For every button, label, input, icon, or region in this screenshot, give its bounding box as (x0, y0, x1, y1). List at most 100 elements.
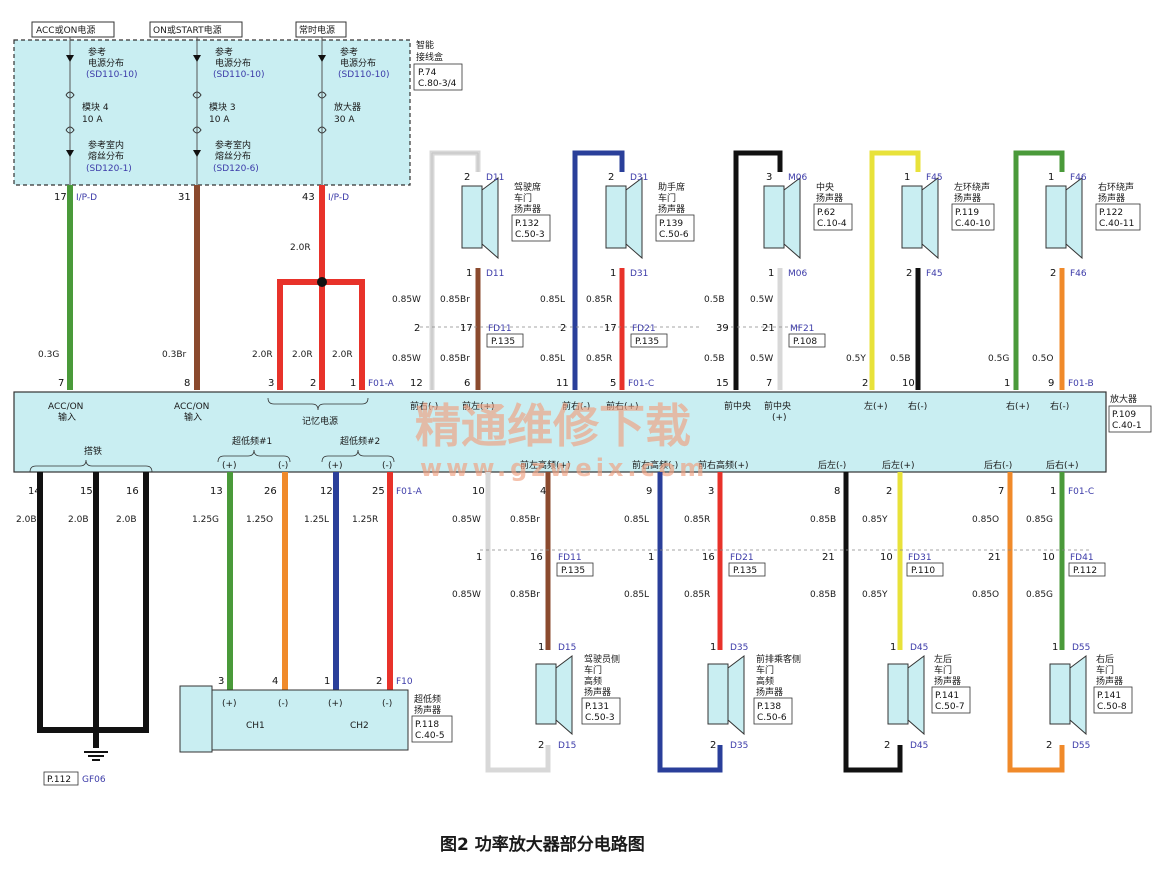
svg-text:1.25R: 1.25R (352, 515, 378, 525)
svg-text:C.50-7: C.50-7 (935, 702, 965, 712)
svg-text:P.119: P.119 (955, 208, 979, 218)
svg-text:熔丝分布: 熔丝分布 (88, 150, 124, 162)
svg-text:P.135: P.135 (733, 566, 757, 576)
junction-box-page: P.74 (418, 68, 437, 78)
svg-text:9: 9 (1048, 378, 1054, 389)
svg-text:(+): (+) (222, 461, 237, 471)
svg-text:D35: D35 (730, 741, 748, 751)
svg-text:(SD120-1): (SD120-1) (86, 164, 132, 174)
speaker-right-surround: 1 F46 2 F46 右环绕声 扬声器 P.122 C.40-11 (1045, 172, 1141, 279)
fuse-2-amp: 10 A (209, 115, 230, 125)
svg-text:(+): (+) (772, 413, 787, 423)
svg-text:左(+): 左(+) (864, 400, 888, 412)
svg-text:M06: M06 (788, 269, 807, 279)
fuse-column-1: 参考 电源分布 (SD110-10) 模块 4 10 A 参考室内 熔丝分布 (… (65, 37, 138, 185)
svg-text:2: 2 (608, 172, 614, 183)
svg-text:3: 3 (268, 378, 274, 389)
junction-box-title-1: 智能 (416, 39, 434, 51)
svg-text:M06: M06 (788, 173, 807, 183)
svg-text:13: 13 (210, 486, 223, 497)
svg-text:(-): (-) (278, 699, 288, 709)
svg-text:(+): (+) (328, 699, 343, 709)
svg-text:F01-A: F01-A (396, 487, 423, 497)
svg-text:9: 9 (646, 486, 652, 497)
svg-text:D31: D31 (630, 173, 648, 183)
svg-text:2.0R: 2.0R (290, 243, 311, 253)
svg-text:1: 1 (324, 676, 330, 687)
fuse-2-name: 模块 3 (209, 101, 236, 113)
top-speaker-wiring: 0.85W 0.85Br 0.85L 0.85R 0.5B 0.5W 2 17 … (392, 150, 1094, 390)
svg-text:0.85B: 0.85B (810, 515, 836, 525)
svg-text:C.40-1: C.40-1 (1112, 421, 1142, 431)
svg-text:扬声器: 扬声器 (816, 192, 843, 204)
svg-text:右(-): 右(-) (1050, 400, 1069, 412)
svg-text:12: 12 (410, 378, 423, 389)
svg-text:1: 1 (538, 642, 544, 653)
svg-text:2: 2 (1046, 740, 1052, 751)
svg-text:高频: 高频 (756, 675, 774, 687)
svg-text:D55: D55 (1072, 643, 1090, 653)
fuse-1-name: 模块 4 (82, 101, 109, 113)
svg-text:4: 4 (540, 486, 546, 497)
speaker-rear-left-door: 1 D45 2 D45 左后 车门 扬声器 P.141 C.50-7 (884, 642, 971, 751)
svg-text:4: 4 (272, 676, 278, 687)
power-source-on: ON或START电源 (153, 24, 222, 36)
svg-text:FD21: FD21 (730, 553, 754, 563)
svg-text:左后: 左后 (934, 653, 952, 665)
svg-text:扬声器: 扬声器 (1098, 192, 1125, 204)
svg-text:0.85G: 0.85G (1026, 590, 1053, 600)
svg-text:CH1: CH1 (246, 721, 265, 731)
svg-text:FD31: FD31 (908, 553, 932, 563)
svg-text:0.85Y: 0.85Y (862, 515, 888, 525)
svg-text:车门: 车门 (584, 664, 602, 676)
svg-text:2.0R: 2.0R (252, 350, 273, 360)
svg-text:F01-C: F01-C (1068, 487, 1094, 497)
svg-text:左环绕声: 左环绕声 (954, 181, 990, 193)
svg-text:D15: D15 (558, 741, 576, 751)
svg-text:扬声器: 扬声器 (934, 675, 961, 687)
svg-text:0.85O: 0.85O (972, 590, 999, 600)
svg-text:D31: D31 (630, 269, 648, 279)
svg-text:(+): (+) (222, 699, 237, 709)
svg-text:2: 2 (906, 268, 912, 279)
speaker-driver-tweeter: 1 D15 2 D15 驾驶员侧 车门 高频 扬声器 P.131 C.50-3 (535, 642, 621, 751)
svg-text:1: 1 (904, 172, 910, 183)
svg-text:后右(-): 后右(-) (984, 459, 1012, 471)
svg-text:0.5O: 0.5O (1032, 354, 1053, 364)
svg-text:FD21: FD21 (632, 324, 656, 334)
svg-text:0.3G: 0.3G (38, 350, 59, 360)
svg-text:0.85G: 0.85G (1026, 515, 1053, 525)
power-source-acc: ACC或ON电源 (36, 24, 95, 36)
speaker-left-surround: 1 F45 2 F45 左环绕声 扬声器 P.119 C.40-10 (901, 172, 995, 279)
svg-text:17: 17 (460, 323, 473, 334)
svg-text:10: 10 (472, 486, 485, 497)
svg-text:C.50-8: C.50-8 (1097, 702, 1127, 712)
svg-text:1: 1 (476, 552, 482, 563)
svg-text:P.62: P.62 (817, 208, 835, 218)
svg-text:2.0R: 2.0R (292, 350, 313, 360)
svg-text:5: 5 (610, 378, 616, 389)
svg-text:CH2: CH2 (350, 721, 369, 731)
svg-text:17: 17 (54, 192, 67, 203)
svg-text:电源分布: 电源分布 (215, 57, 251, 69)
svg-text:1: 1 (768, 268, 774, 279)
svg-text:P.138: P.138 (757, 702, 781, 712)
svg-text:0.85W: 0.85W (392, 295, 421, 305)
svg-text:前左高频(+): 前左高频(+) (520, 459, 571, 471)
svg-text:1.25L: 1.25L (304, 515, 329, 525)
svg-text:11: 11 (556, 378, 569, 389)
svg-text:P.118: P.118 (415, 720, 439, 730)
svg-text:2: 2 (464, 172, 470, 183)
svg-text:39: 39 (716, 323, 729, 334)
svg-text:43: 43 (302, 192, 315, 203)
svg-text:0.5W: 0.5W (750, 295, 773, 305)
svg-text:P.141: P.141 (1097, 691, 1121, 701)
svg-text:C.50-3: C.50-3 (515, 230, 545, 240)
junction-box-cell: C.80-3/4 (418, 79, 457, 89)
svg-text:2.0R: 2.0R (332, 350, 353, 360)
svg-text:中央: 中央 (816, 181, 834, 193)
svg-text:车门: 车门 (514, 192, 532, 204)
svg-text:2: 2 (310, 378, 316, 389)
svg-text:0.85L: 0.85L (540, 295, 565, 305)
svg-text:1: 1 (1004, 378, 1010, 389)
